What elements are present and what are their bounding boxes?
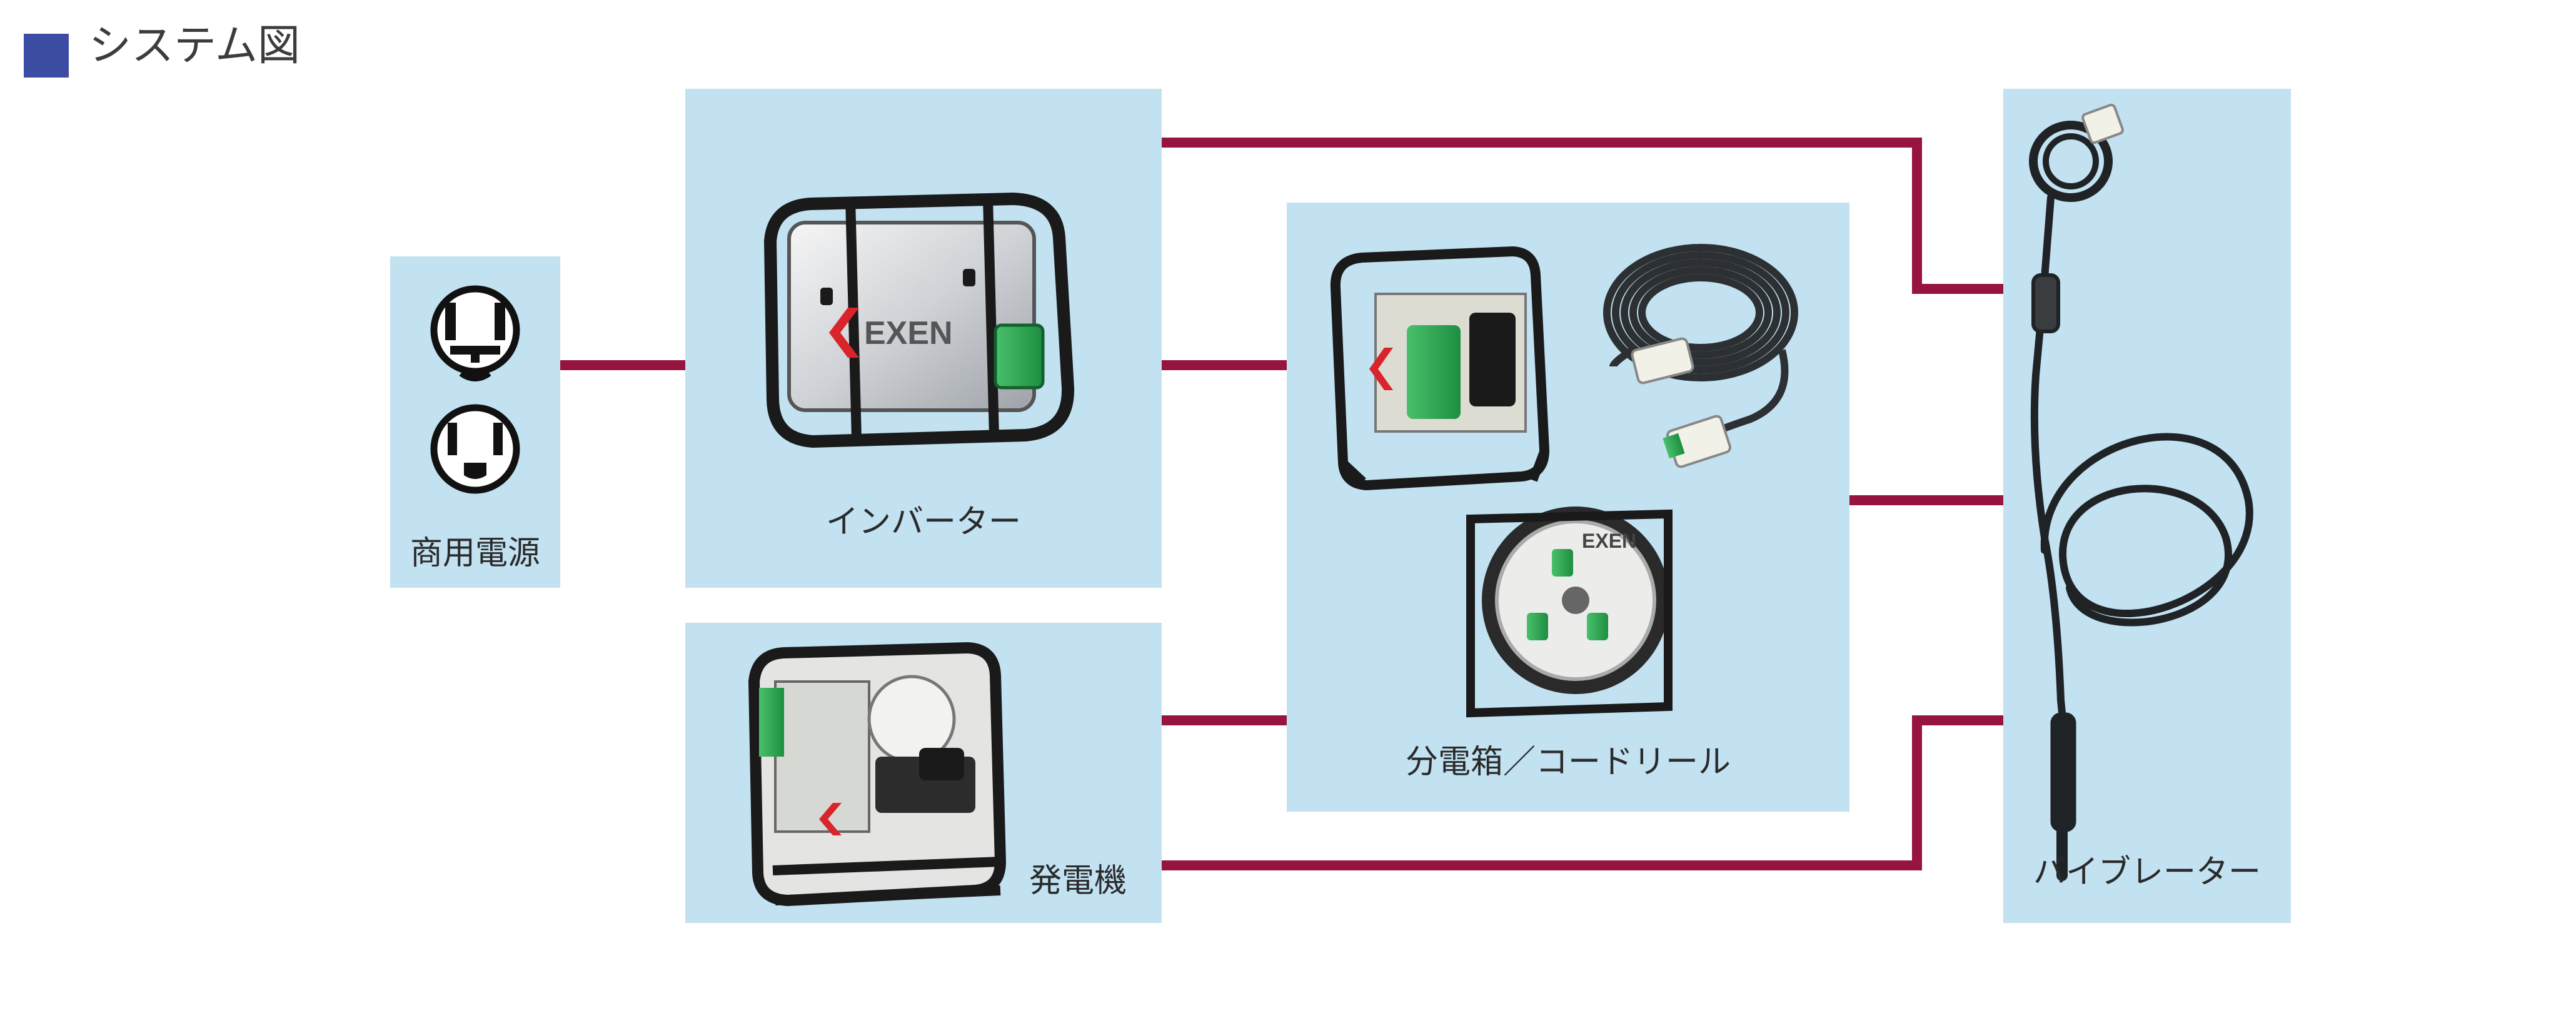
reel-logo: EXEN xyxy=(1582,530,1636,552)
inverter-image: EXEN xyxy=(770,199,1068,441)
line-generator-vibrator xyxy=(1162,720,2003,865)
extension-cord-image xyxy=(1607,248,1794,438)
line-inverter-vibrator xyxy=(1162,143,2003,289)
inverter-logo: EXEN xyxy=(864,315,953,351)
cord-reel-image: EXEN xyxy=(1471,506,1669,713)
generator-label: 発電機 xyxy=(1029,862,1127,900)
generator-image xyxy=(754,648,1000,900)
vibrator-image xyxy=(2033,104,2250,875)
distribution-label: 分電箱／コードリール xyxy=(1406,743,1731,781)
vibrator-label: バイブレーター xyxy=(2033,854,2261,891)
commercial-power-label: 商用電源 xyxy=(410,535,540,572)
outlet-icon-top xyxy=(434,289,516,378)
outlet-icon-bottom xyxy=(434,408,516,490)
distribution-box-image xyxy=(1336,251,1544,485)
inverter-label: インバーター xyxy=(826,503,1021,541)
